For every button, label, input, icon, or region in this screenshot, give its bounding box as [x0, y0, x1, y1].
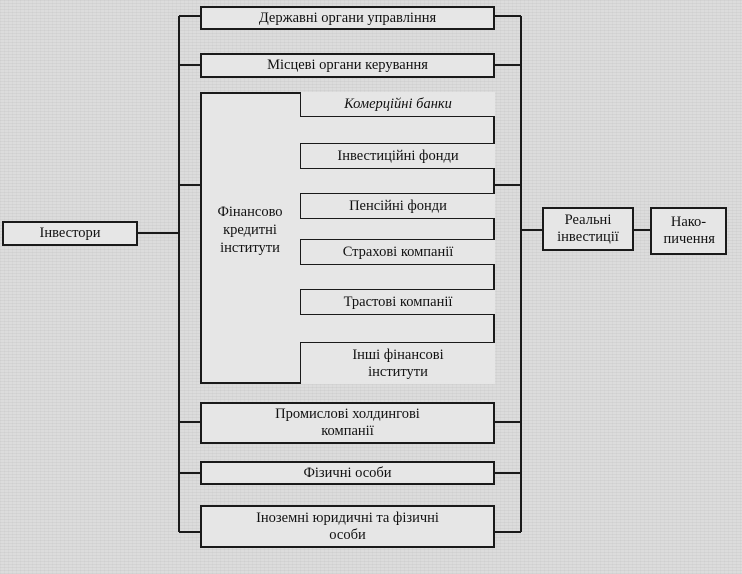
industrial-holdings-box: Промислові холдингові компанії [200, 402, 495, 444]
trust-companies-box: Трастові компанії [300, 289, 495, 315]
commercial-banks-label: Комерційні банки [344, 95, 452, 112]
insurance-companies-label: Страхові компанії [342, 243, 454, 260]
pension-funds-box: Пенсійні фонди [300, 193, 495, 219]
accumulation-label: Нако-пичення [663, 214, 715, 247]
local-bodies-box: Місцеві органи керування [200, 53, 495, 78]
trust-companies-label: Трастові компанії [343, 293, 453, 310]
individuals-label: Фізичні особи [303, 464, 392, 481]
other-financial-box: Інші фінансові інститути [300, 342, 495, 384]
real-investments-box: Реальні інвестиції [542, 207, 634, 251]
insurance-companies-box: Страхові компанії [300, 239, 495, 265]
investment-funds-label: Інвестиційні фонди [337, 147, 459, 164]
commercial-banks-box: Комерційні банки [300, 92, 495, 117]
real-investments-label: Реальні інвестиції [557, 212, 619, 245]
investors-box: Інвестори [2, 221, 138, 246]
industrial-holdings-label: Промислові холдингові компанії [275, 406, 420, 439]
state-bodies-label: Державні органи управління [258, 9, 437, 26]
local-bodies-label: Місцеві органи керування [267, 57, 428, 73]
individuals-box: Фізичні особи [200, 461, 495, 485]
pension-funds-label: Пенсійні фонди [349, 197, 447, 214]
accumulation-box: Нако-пичення [650, 207, 727, 255]
investors-label: Інвестори [39, 225, 101, 241]
state-bodies-box: Державні органи управління [200, 6, 495, 30]
investment-funds-box: Інвестиційні фонди [300, 143, 495, 169]
foreign-entities-label: Іноземні юридичні та фізичні особи [256, 509, 439, 543]
other-financial-label: Інші фінансові інститути [352, 346, 444, 380]
financial-institutions-label: Фінансово кредитні інститути [217, 204, 283, 256]
foreign-entities-box: Іноземні юридичні та фізичні особи [200, 505, 495, 548]
